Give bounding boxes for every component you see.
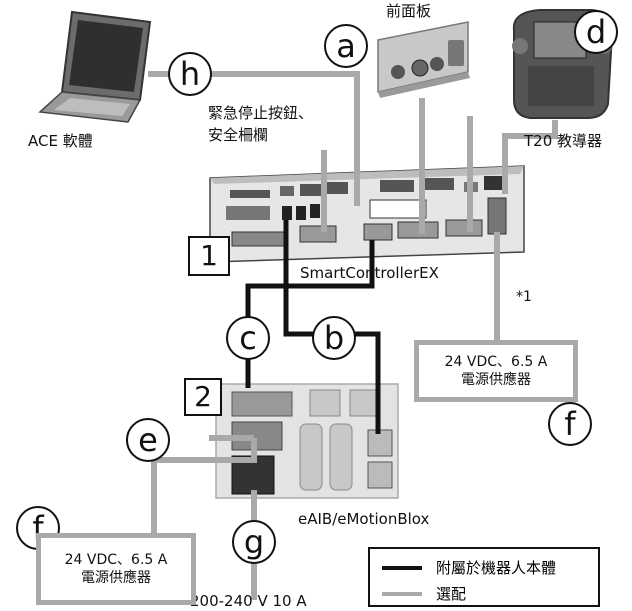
number-2: 2 [184,378,222,416]
callout-e: e [126,418,170,462]
cable-h [148,71,360,206]
label-footnote: *1 [516,289,532,305]
label-ace-software: ACE 軟體 [28,132,93,150]
legend-swatch-robot [382,565,422,570]
label-estop-fence-2: 安全柵欄 [208,126,269,144]
callout-d: d [574,10,618,54]
callout-h: h [168,52,212,96]
callout-f-right: f [548,402,592,446]
legend-row-robot: 附屬於機器人本體 [382,557,556,578]
label-mains: 200-240 V 10 A [190,592,307,610]
callout-c: c [226,316,270,360]
callout-a: a [324,24,368,68]
optional-cables [148,71,558,600]
cable-d-line [502,120,558,194]
cable-c [245,240,375,388]
psu-right: 24 VDC、6.5 A 電源供應器 [414,340,578,402]
label-estop-fence-1: 緊急停止按鈕、 [208,104,314,122]
legend-label-robot: 附屬於機器人本體 [436,559,557,577]
psu-left-line2: 電源供應器 [81,570,151,586]
front-panel-device [377,21,470,98]
laptop-icon [38,10,152,123]
label-eaib: eAIB/eMotionBlox [298,510,430,528]
legend-swatch-optional [382,591,422,596]
label-front-panel: 前面板 [386,2,432,20]
number-1: 1 [188,236,230,276]
smartcontroller-device [209,165,525,263]
legend-label-optional: 選配 [436,585,467,603]
legend-row-optional: 選配 [382,583,466,604]
callout-b: b [312,316,356,360]
psu-left-line1: 24 VDC、6.5 A [64,552,168,568]
legend: 附屬於機器人本體 選配 [368,547,600,607]
label-smartcontroller: SmartControllerEX [300,264,439,282]
psu-left: 24 VDC、6.5 A 電源供應器 [36,533,196,605]
label-teach-pendant: T20 教導器 [524,132,603,150]
psu-right-line1: 24 VDC、6.5 A [444,354,548,370]
psu-right-line2: 電源供應器 [461,372,531,388]
callout-g: g [232,520,276,564]
eaib-device [215,383,399,499]
cable-f-left [151,438,257,533]
